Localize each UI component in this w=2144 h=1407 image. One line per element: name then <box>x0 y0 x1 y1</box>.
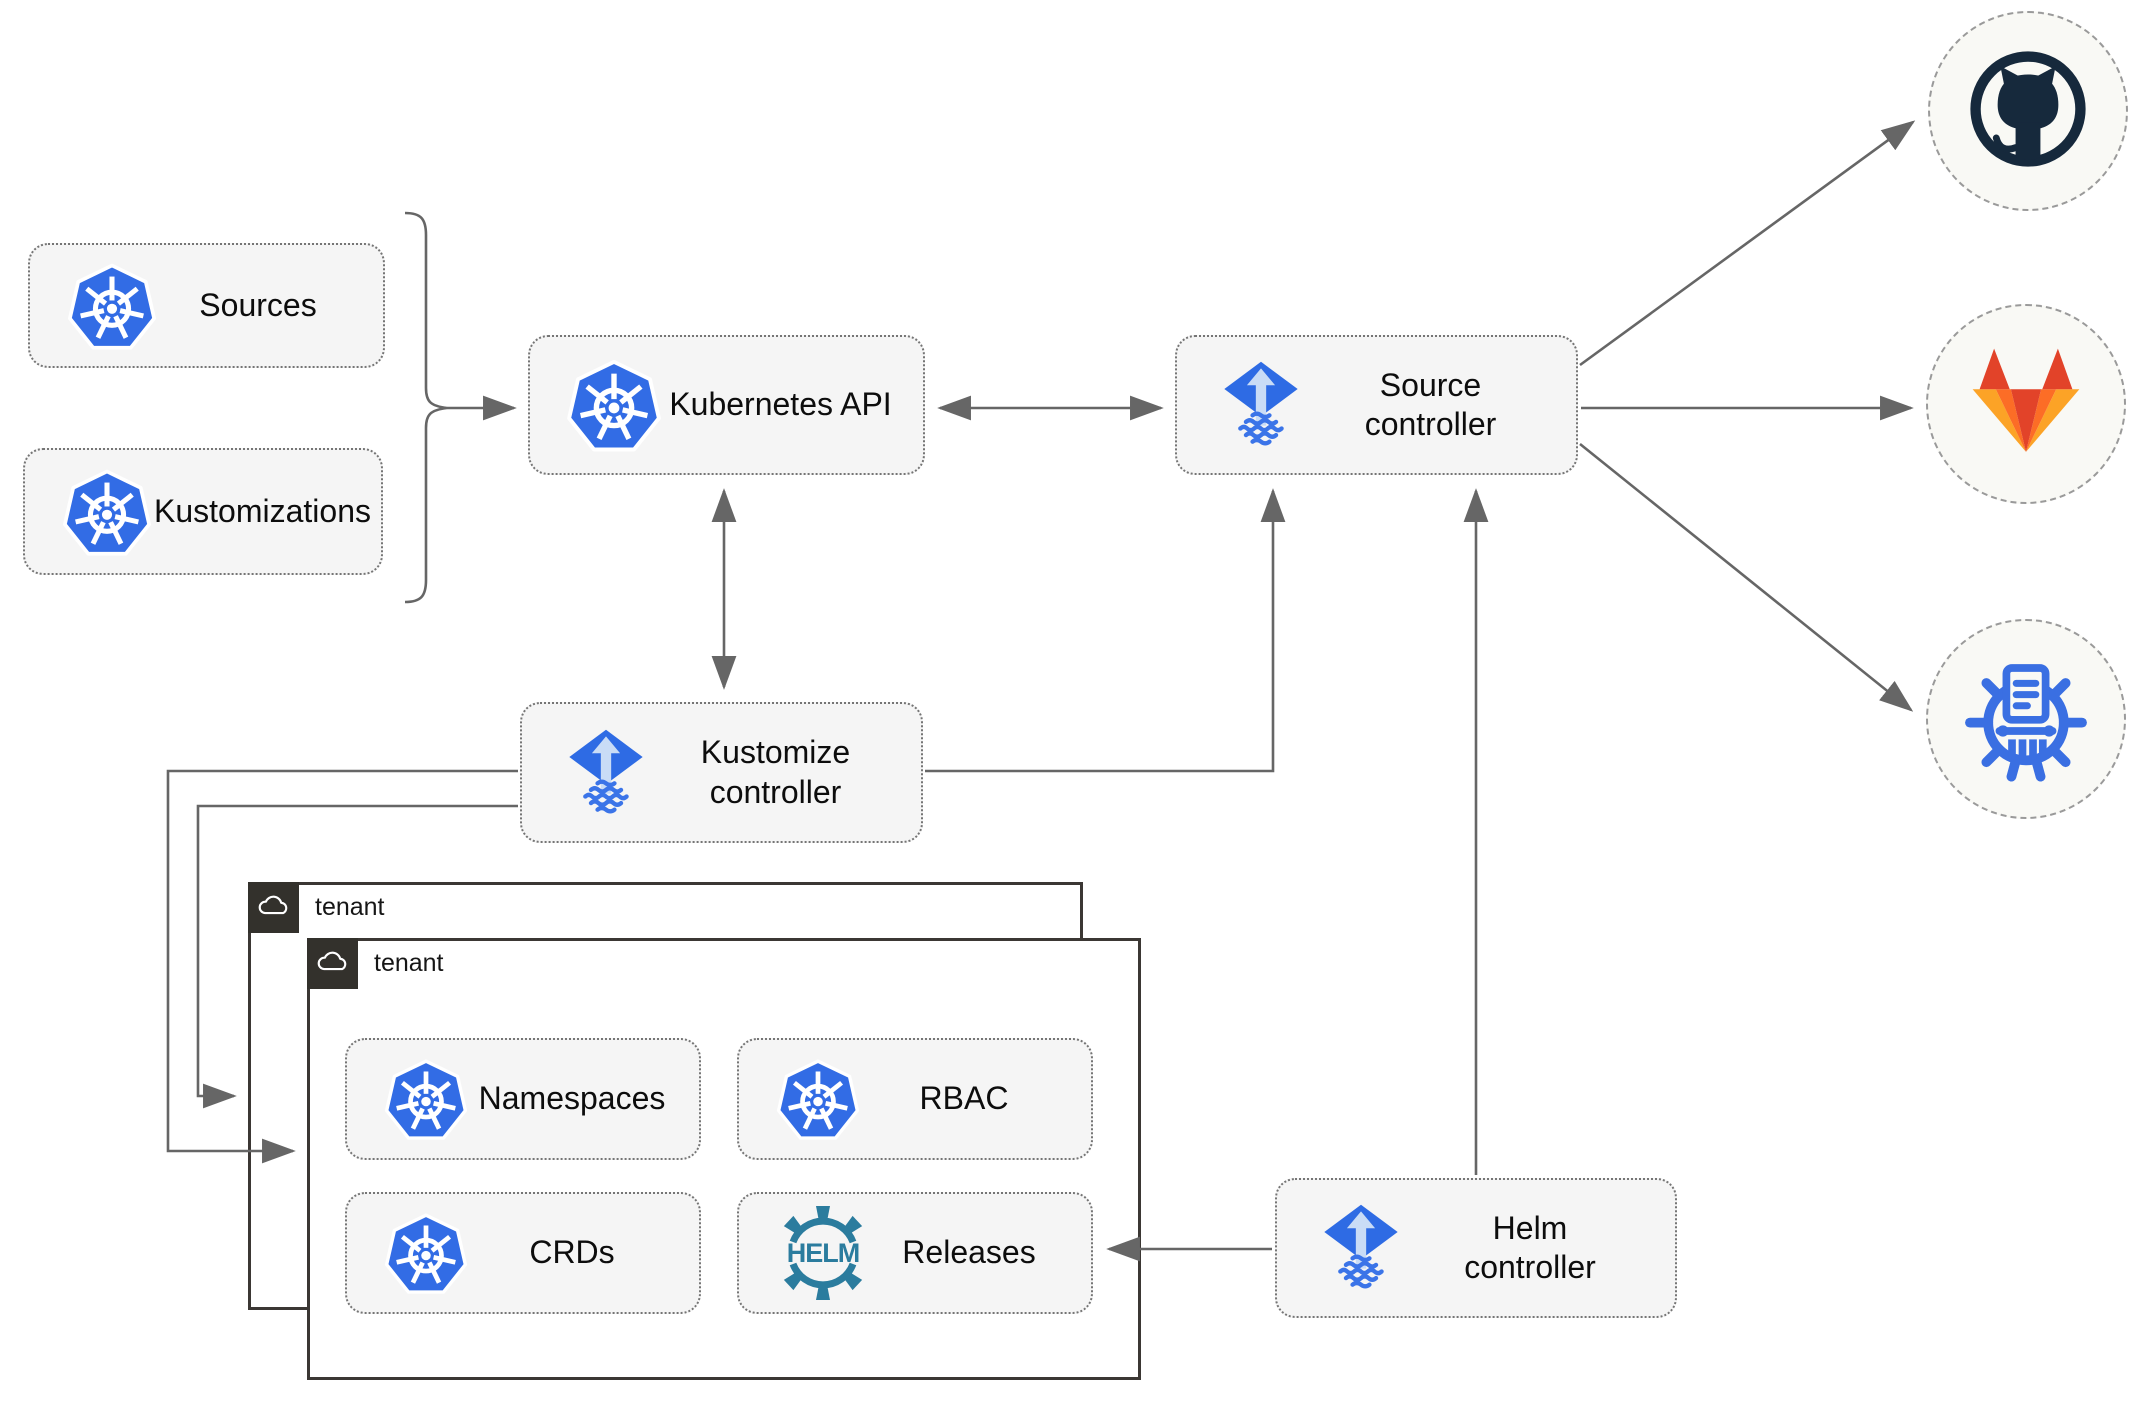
chartmuseum-endpoint[interactable] <box>1926 619 2126 819</box>
kubernetes-icon <box>564 354 664 456</box>
kustomize-controller-node[interactable]: Kustomize controller <box>520 702 923 843</box>
github-endpoint[interactable] <box>1928 11 2128 211</box>
kustomizations-label: Kustomizations <box>154 492 371 529</box>
flux-icon <box>556 718 656 828</box>
source-controller-node[interactable]: Source controller <box>1175 335 1578 475</box>
chartmuseum-wheel-icon <box>1956 647 2096 792</box>
kubernetes-icon <box>381 1208 471 1298</box>
rbac-node[interactable]: RBAC <box>737 1038 1093 1160</box>
tenant-outer-label: tenant <box>315 893 385 921</box>
bracket-connector <box>404 211 448 604</box>
edge-source-github <box>1579 120 1916 367</box>
tenant-tab <box>248 882 299 933</box>
source-controller-label: Source controller <box>1364 366 1497 442</box>
kubernetes-api-label: Kubernetes API <box>669 386 892 423</box>
rbac-label: RBAC <box>919 1080 1009 1117</box>
helm-icon: HELM <box>773 1201 873 1305</box>
tenant-tab <box>307 938 358 989</box>
flux-icon <box>1311 1193 1411 1303</box>
kustomize-controller-label: Kustomize controller <box>700 734 851 810</box>
helm-logo-text: HELM <box>787 1238 860 1268</box>
edge-source-chartmuseum <box>1579 442 1914 712</box>
gitlab-tanuki-icon <box>1965 344 2087 465</box>
kubernetes-icon <box>59 464 154 560</box>
namespaces-node[interactable]: Namespaces <box>345 1038 701 1160</box>
namespaces-label: Namespaces <box>478 1080 666 1117</box>
helm-controller-label: Helm controller <box>1464 1209 1596 1285</box>
gitlab-endpoint[interactable] <box>1926 304 2126 504</box>
crds-label: CRDs <box>529 1234 615 1271</box>
kubernetes-icon <box>381 1054 471 1144</box>
releases-label: Releases <box>902 1234 1036 1271</box>
cloud-icon <box>315 948 351 979</box>
edge-kustomize-source <box>925 488 1286 773</box>
kustomizations-node[interactable]: Kustomizations <box>23 448 383 575</box>
flux-icon <box>1211 350 1311 460</box>
github-octocat-icon <box>1959 40 2097 183</box>
sources-label: Sources <box>199 286 317 323</box>
cloud-icon <box>256 892 292 923</box>
sources-node[interactable]: Sources <box>28 243 385 368</box>
kubernetes-api-node[interactable]: Kubernetes API <box>528 335 925 475</box>
tenant-inner-label: tenant <box>374 949 444 977</box>
crds-node[interactable]: CRDs <box>345 1192 701 1314</box>
helm-controller-node[interactable]: Helm controller <box>1275 1178 1677 1318</box>
kubernetes-icon <box>64 258 159 354</box>
kubernetes-icon <box>773 1054 863 1144</box>
releases-node[interactable]: HELM Releases <box>737 1192 1093 1314</box>
